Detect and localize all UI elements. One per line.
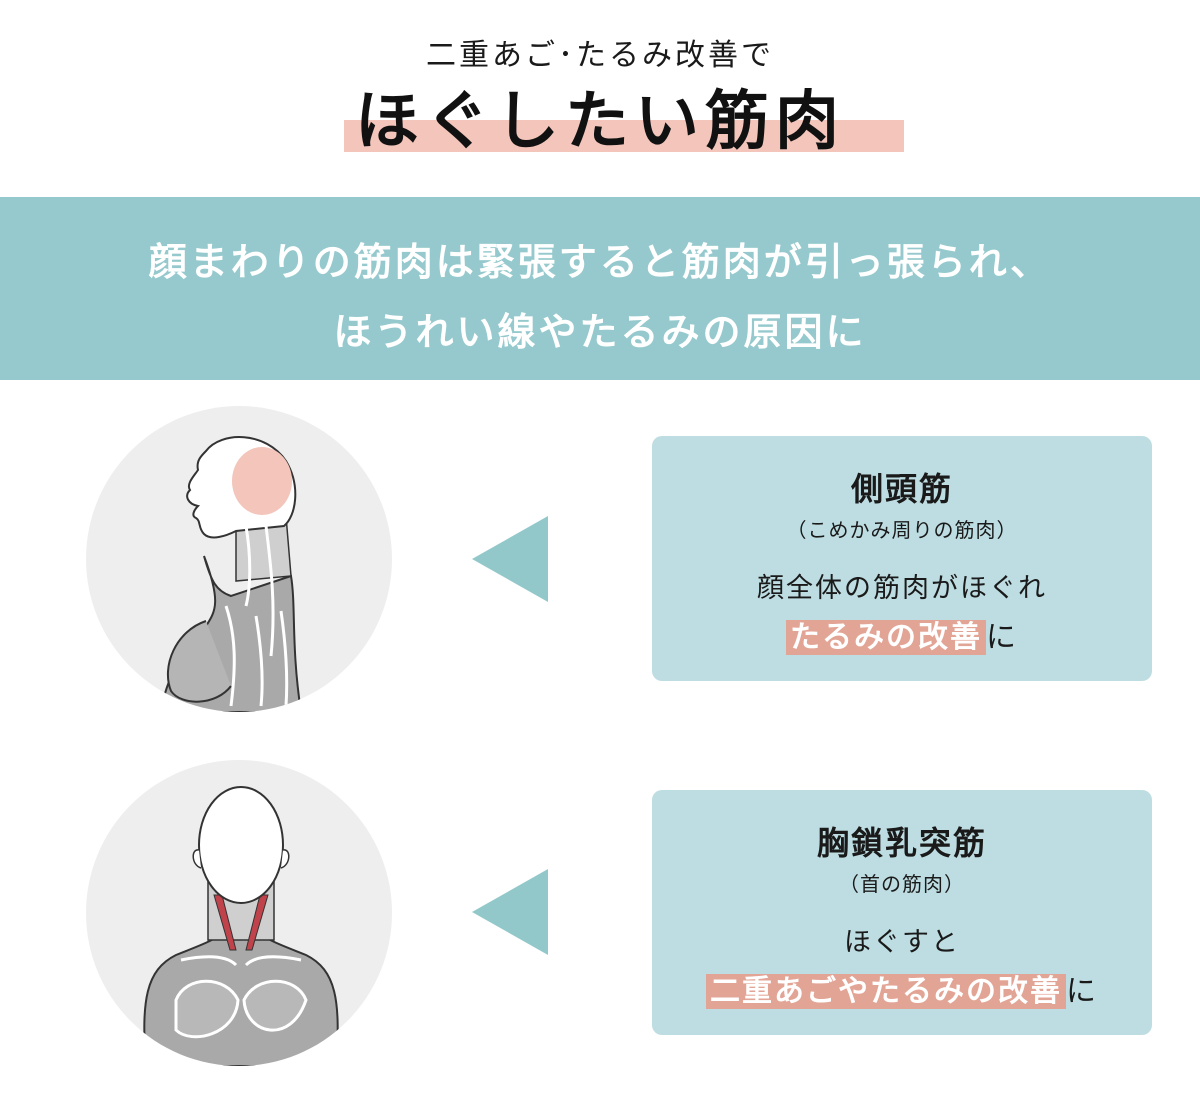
muscle-card-temporal: 側頭筋 （こめかみ周りの筋肉） 顔全体の筋肉がほぐれ たるみの改善に	[652, 436, 1152, 681]
title-underline-highlight	[344, 120, 904, 152]
info-banner: 顔まわりの筋肉は緊張すると筋肉が引っ張られ、 ほうれい線やたるみの原因に	[0, 197, 1200, 380]
front-neck-illustration	[86, 760, 392, 1066]
banner-line-1: 顔まわりの筋肉は緊張すると筋肉が引っ張られ、	[148, 240, 1052, 284]
pointer-arrow-2	[472, 869, 548, 955]
side-profile-illustration	[86, 406, 392, 712]
card-highlight-line: たるみの改善に	[652, 612, 1152, 656]
card-suffix: に	[986, 620, 1018, 655]
header-title-wrap: ほぐしたい筋肉	[0, 82, 1200, 162]
banner-line-2: ほうれい線やたるみの原因に	[333, 310, 867, 354]
card-highlight: 二重あごやたるみの改善	[706, 974, 1066, 1009]
card-suffix: に	[1066, 974, 1098, 1009]
card-subtitle: （こめかみ周りの筋肉）	[786, 518, 1018, 542]
card-subtitle: （首の筋肉）	[839, 872, 965, 896]
muscle-card-sternocleidomastoid: 胸鎖乳突筋 （首の筋肉） ほぐすと 二重あごやたるみの改善に	[652, 790, 1152, 1035]
card-highlight-line: 二重あごやたるみの改善に	[652, 966, 1152, 1010]
card-title: 胸鎖乳突筋	[816, 824, 987, 862]
card-title: 側頭筋	[850, 470, 953, 508]
card-highlight: たるみの改善	[786, 620, 986, 655]
card-description: ほぐすと	[844, 927, 960, 958]
pointer-arrow-1	[472, 516, 548, 602]
card-description: 顔全体の筋肉がほぐれ	[757, 573, 1047, 604]
page-title: ほぐしたい筋肉	[355, 85, 845, 159]
header-subtitle: 二重あご･たるみ改善で	[426, 38, 774, 73]
